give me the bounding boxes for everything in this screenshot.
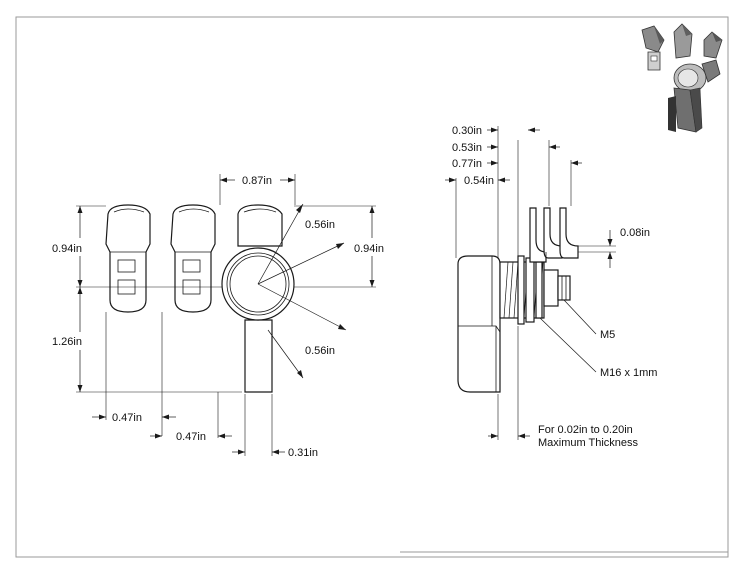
callout-thread: M16 x 1mm: [600, 367, 657, 379]
dim-height-bottom: 1.26in: [52, 336, 82, 348]
dim-spacing-2: 0.47in: [176, 431, 206, 443]
dim-d3: 0.77in: [452, 158, 482, 170]
callout-screw: M5: [600, 329, 615, 341]
handle-position-1: [105, 204, 151, 313]
dim-radius-top: 0.56in: [305, 219, 335, 231]
handle-position-2: [170, 204, 216, 313]
dim-lever-width: 0.31in: [288, 447, 318, 459]
dim-spacing-1: 0.47in: [112, 412, 142, 424]
dim-d4: 0.54in: [464, 175, 494, 187]
sheet-border: [15, 16, 729, 558]
dim-height-right: 0.94in: [354, 243, 384, 255]
handle-position-3: [221, 204, 295, 393]
dim-d1: 0.30in: [452, 125, 482, 137]
dim-height-top: 0.94in: [52, 243, 82, 255]
dim-d2: 0.53in: [452, 142, 482, 154]
callout-thickness-line1: For 0.02in to 0.20in: [538, 424, 633, 436]
callout-thickness-line2: Maximum Thickness: [538, 437, 639, 449]
dim-cam-thickness: 0.08in: [620, 227, 650, 239]
cam-lock-3d-icon: [641, 23, 723, 133]
dim-handle-width: 0.87in: [242, 175, 272, 187]
dim-radius-bottom: 0.56in: [305, 345, 335, 357]
front-view: 0.87in 0.94in 1.26in 0.94in 0.47in 0.47i…: [52, 174, 384, 459]
side-view: 0.30in 0.53in 0.77in 0.54in 0.08in M5 M1…: [445, 125, 657, 449]
